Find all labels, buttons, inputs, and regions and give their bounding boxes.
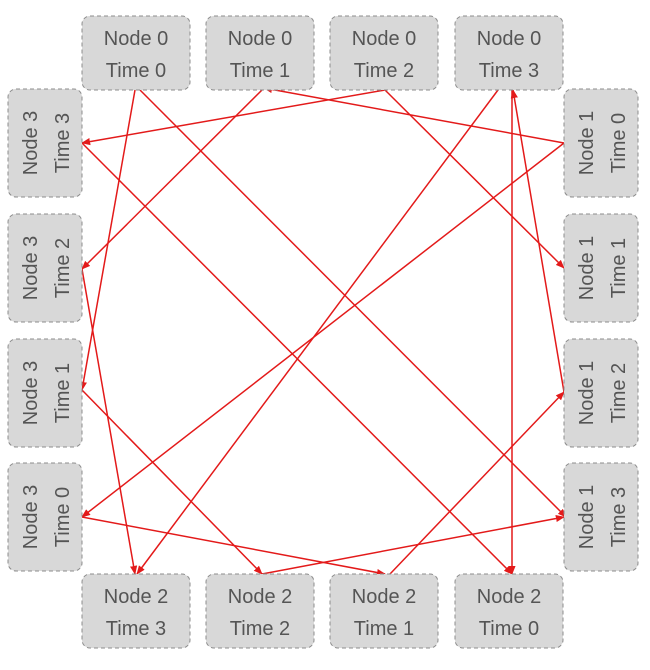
node-box-background xyxy=(205,15,315,91)
node-label: Node 2 Time 3 xyxy=(104,586,169,640)
node-time-label: Time 1 xyxy=(354,618,414,640)
node-label: Node 1 Time 3 xyxy=(576,485,630,550)
node-label: Node 2 Time 0 xyxy=(477,586,542,640)
node-label: Node 3 Time 0 xyxy=(20,485,74,550)
node-box-n2t2: Node 2 Time 2 xyxy=(205,573,315,649)
node-time-label: Time 0 xyxy=(52,487,74,547)
node-name-label: Node 2 xyxy=(228,586,293,608)
node-time-label: Time 0 xyxy=(479,618,539,640)
node-time-label: Time 2 xyxy=(608,363,630,423)
node-label: Node 0 Time 1 xyxy=(228,28,293,82)
arrow-n0t3-to-n2t3 xyxy=(136,89,499,575)
node-box-n3t2: Node 3 Time 2 xyxy=(7,213,83,323)
node-box-background xyxy=(329,573,439,649)
node-name-label: Node 0 xyxy=(228,28,293,50)
node-box-background xyxy=(454,15,564,91)
node-box-background xyxy=(329,15,439,91)
node-box-n0t0: Node 0 Time 0 xyxy=(81,15,191,91)
node-time-label: Time 1 xyxy=(230,60,290,82)
arrow-n0t2-to-n3t3 xyxy=(81,89,386,146)
node-box-background xyxy=(7,338,83,448)
node-box-background xyxy=(563,338,639,448)
node-box-n2t3: Node 2 Time 3 xyxy=(81,573,191,649)
node-box-n3t0: Node 3 Time 0 xyxy=(7,462,83,572)
arrow-n3t2-to-n2t3 xyxy=(81,268,138,575)
node-label: Node 1 Time 2 xyxy=(576,361,630,426)
node-time-label: Time 0 xyxy=(106,60,166,82)
node-time-label: Time 2 xyxy=(52,238,74,298)
node-box-n1t1: Node 1 Time 1 xyxy=(563,213,639,323)
node-name-label: Node 3 xyxy=(20,111,42,176)
node-name-label: Node 0 xyxy=(104,28,169,50)
node-time-label: Time 3 xyxy=(479,60,539,82)
node-name-label: Node 2 xyxy=(104,586,169,608)
node-time-label: Time 3 xyxy=(106,618,166,640)
node-label: Node 0 Time 2 xyxy=(352,28,417,82)
arrow-n0t2-to-n1t1 xyxy=(384,89,565,269)
node-name-label: Node 1 xyxy=(576,236,598,301)
node-box-background xyxy=(563,88,639,198)
node-box-n1t3: Node 1 Time 3 xyxy=(563,462,639,572)
node-box-n1t2: Node 1 Time 2 xyxy=(563,338,639,448)
node-box-background xyxy=(454,573,564,649)
node-time-label: Time 1 xyxy=(608,238,630,298)
node-box-background xyxy=(563,462,639,572)
node-label: Node 3 Time 2 xyxy=(20,236,74,301)
node-box-n3t1: Node 3 Time 1 xyxy=(7,338,83,448)
node-label: Node 3 Time 1 xyxy=(20,361,74,426)
arrow-n1t2-to-n0t3 xyxy=(510,89,565,393)
arrow-n3t0-to-n2t1 xyxy=(81,516,386,577)
node-box-background xyxy=(81,573,191,649)
node-box-background xyxy=(7,462,83,572)
arrow-n2t2-to-n1t3 xyxy=(389,391,565,575)
arrow-n3t1-to-n2t1 xyxy=(81,389,263,575)
node-name-label: Node 3 xyxy=(20,485,42,550)
node-time-label: Time 3 xyxy=(52,113,74,173)
arrows-layer xyxy=(79,85,567,577)
node-name-label: Node 1 xyxy=(576,485,598,550)
node-box-background xyxy=(205,573,315,649)
node-name-label: Node 1 xyxy=(576,111,598,176)
arrow-n1t0-to-n0t1 xyxy=(263,85,565,144)
node-label: Node 1 Time 0 xyxy=(576,111,630,176)
node-name-label: Node 2 xyxy=(352,586,417,608)
node-time-label: Time 2 xyxy=(230,618,290,640)
node-label: Node 0 Time 3 xyxy=(477,28,542,82)
node-box-background xyxy=(81,15,191,91)
node-label: Node 2 Time 2 xyxy=(228,586,293,640)
node-box-n2t0: Node 2 Time 0 xyxy=(454,573,564,649)
node-box-n0t3: Node 0 Time 3 xyxy=(454,15,564,91)
node-label: Node 2 Time 1 xyxy=(352,586,417,640)
node-label: Node 0 Time 0 xyxy=(104,28,169,82)
node-box-n2t1: Node 2 Time 1 xyxy=(329,573,439,649)
node-name-label: Node 3 xyxy=(20,236,42,301)
arrow-n0t0-to-n1t3 xyxy=(139,89,567,518)
node-label: Node 1 Time 1 xyxy=(576,236,630,301)
node-label: Node 3 Time 3 xyxy=(20,111,74,176)
node-time-label: Time 2 xyxy=(354,60,414,82)
node-box-background xyxy=(563,213,639,323)
node-box-background xyxy=(7,88,83,198)
arrow-n0t0-to-n3t1 xyxy=(79,89,136,391)
node-name-label: Node 0 xyxy=(352,28,417,50)
arrow-n2t1-to-n1t2 xyxy=(261,514,565,575)
arrow-n1t0-to-n3t0 xyxy=(81,142,565,518)
arrow-n3t3-to-n2t0 xyxy=(81,142,513,575)
node-time-label: Time 3 xyxy=(608,487,630,547)
node-box-n0t2: Node 0 Time 2 xyxy=(329,15,439,91)
node-box-n1t0: Node 1 Time 0 xyxy=(563,88,639,198)
node-time-label: Time 0 xyxy=(608,113,630,173)
arrow-n0t1-to-n3t2 xyxy=(81,89,263,270)
node-box-n3t3: Node 3 Time 3 xyxy=(7,88,83,198)
node-name-label: Node 1 xyxy=(576,361,598,426)
node-name-label: Node 2 xyxy=(477,586,542,608)
node-time-label: Time 1 xyxy=(52,363,74,423)
node-box-background xyxy=(7,213,83,323)
node-name-label: Node 0 xyxy=(477,28,542,50)
node-box-n0t1: Node 0 Time 1 xyxy=(205,15,315,91)
node-name-label: Node 3 xyxy=(20,361,42,426)
